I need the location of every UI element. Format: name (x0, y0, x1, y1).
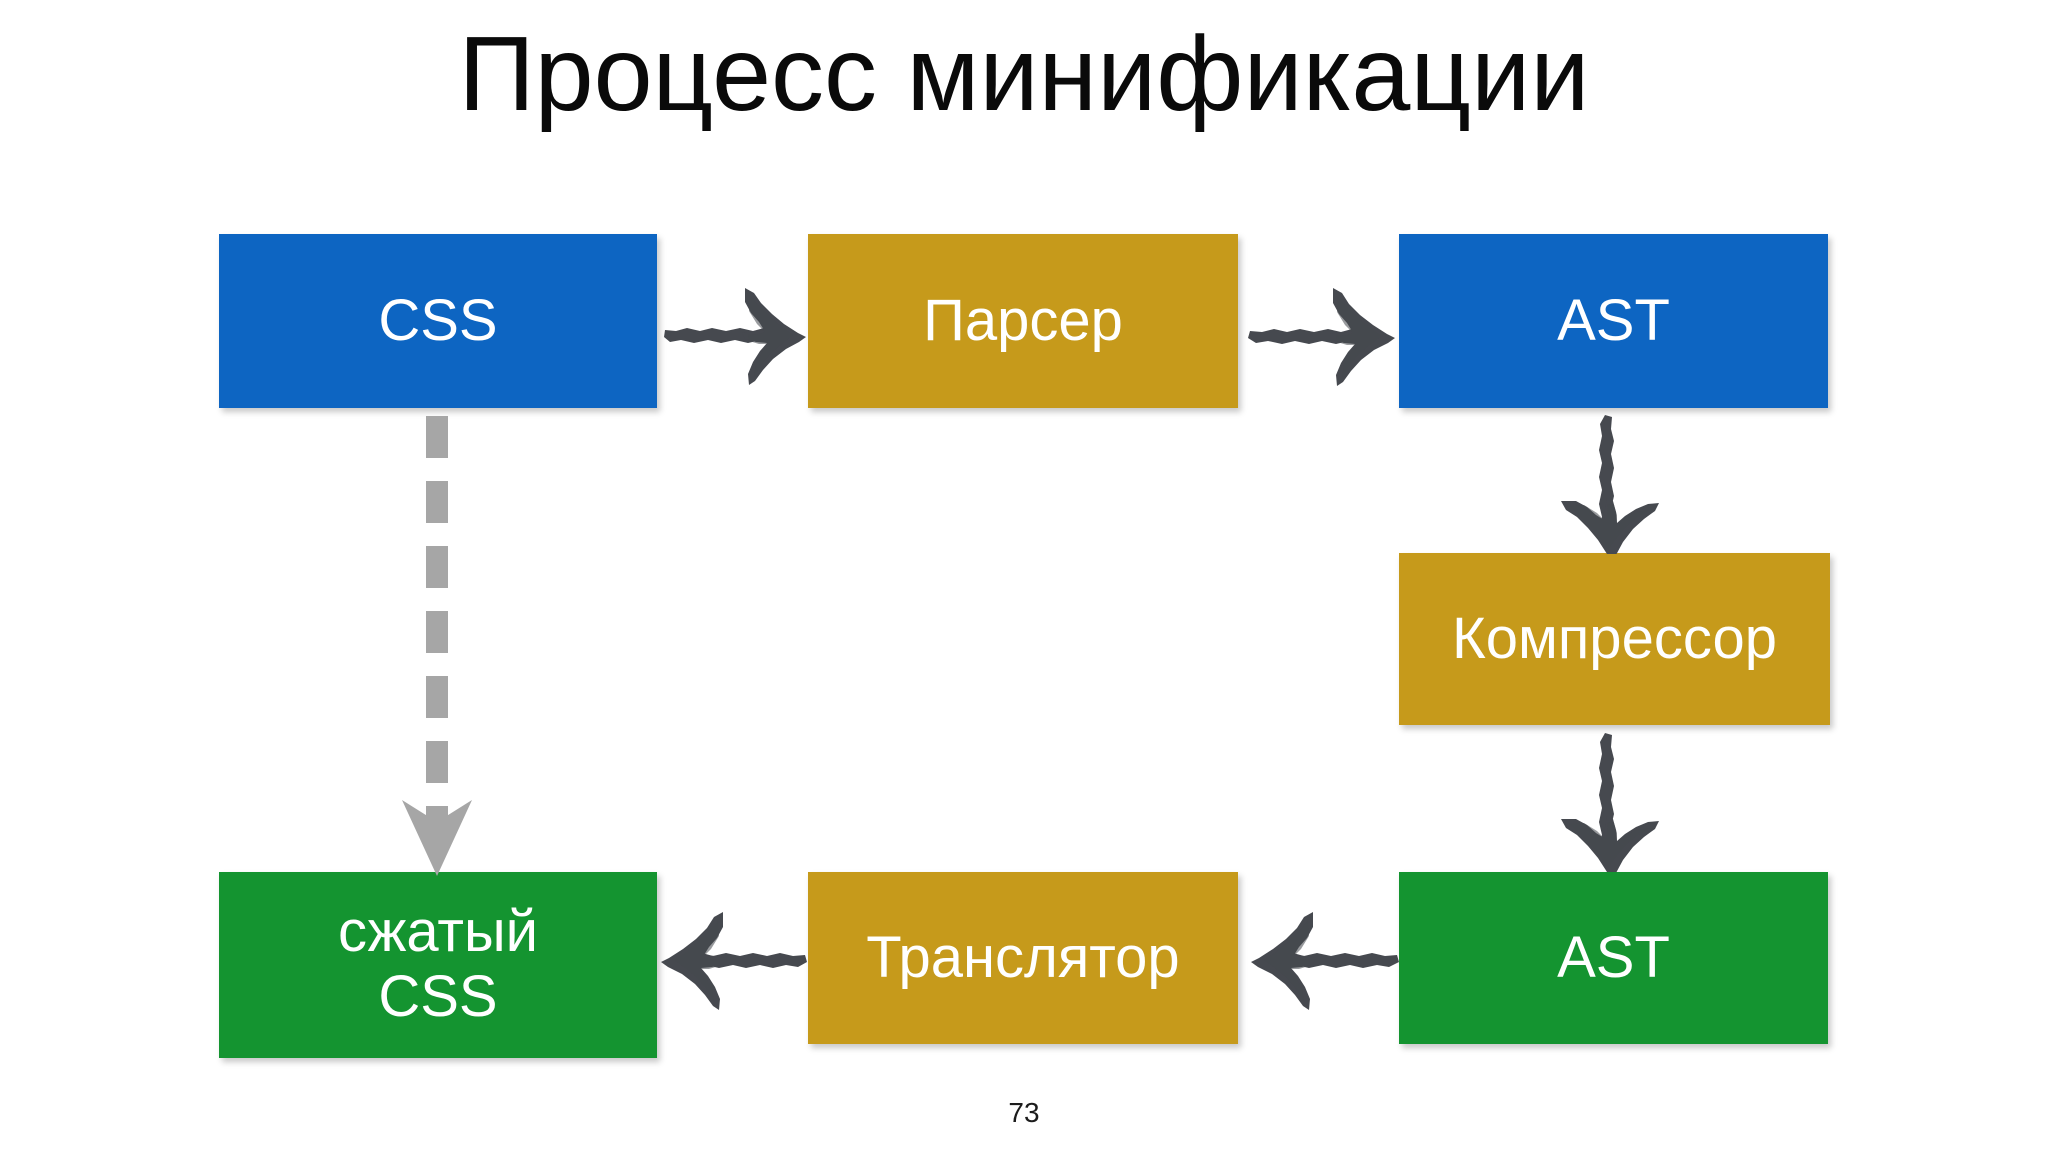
arrow-translator-to-minified-css (655, 905, 811, 1015)
arrow-css-to-minified-css-dashed (392, 408, 482, 878)
node-css[interactable]: CSS (219, 234, 657, 408)
node-parser[interactable]: Парсер (808, 234, 1238, 408)
node-translator-label: Транслятор (866, 924, 1180, 990)
node-compressor[interactable]: Компрессор (1399, 553, 1830, 725)
node-minified-css-label-line2: CSS (378, 964, 498, 1029)
node-minified-css-label: сжатый CSS (332, 899, 544, 1030)
node-ast-top[interactable]: AST (1399, 234, 1828, 408)
node-ast-bottom-label: AST (1557, 924, 1670, 990)
node-minified-css[interactable]: сжатый CSS (219, 872, 657, 1058)
arrow-ast-to-compressor (1552, 412, 1672, 554)
arrow-ast-to-translator (1243, 905, 1403, 1015)
dashed-arrowhead (402, 800, 472, 876)
node-minified-css-label-line1: сжатый (337, 899, 539, 965)
node-compressor-label: Компрессор (1451, 605, 1777, 671)
page-title: Процесс минификации (458, 15, 1590, 133)
arrow-compressor-to-ast (1552, 730, 1672, 872)
arrow-parser-to-ast (1245, 280, 1400, 390)
arrow-css-to-parser (660, 280, 810, 390)
page-number: 73 (1008, 1097, 1040, 1128)
node-translator[interactable]: Транслятор (808, 872, 1238, 1044)
node-ast-top-label: AST (1557, 287, 1670, 353)
node-css-label: CSS (378, 287, 498, 353)
node-parser-label: Парсер (923, 287, 1123, 353)
node-ast-bottom[interactable]: AST (1399, 872, 1828, 1044)
